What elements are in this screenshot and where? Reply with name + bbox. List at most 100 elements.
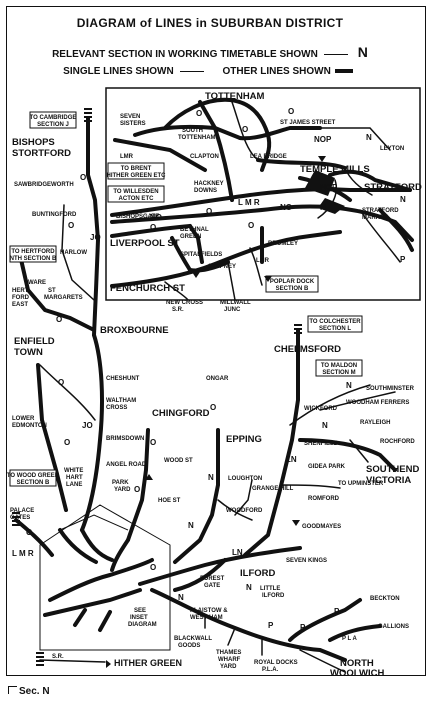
code-p-4: P [300,623,306,632]
box-poplar-2: SECTION B [276,286,309,292]
station-tottenham: TOTTENHAM [205,91,265,102]
station-lower-edmonton-1: LOWER [12,416,35,422]
box-colchester-2: SECTION L [319,326,351,332]
code-n-8: N [188,521,194,530]
station-park-yard-2: YARD [114,487,131,493]
station-royal-docks-1: ROYAL DOCKS [254,660,298,666]
code-jo-1: JO [90,233,101,242]
station-seven-sisters-2: SISTERS [120,121,146,127]
station-park-yard-1: PARK [112,480,129,486]
box-cambridge-1: TO CAMBRIDGE [30,115,77,121]
station-seven-kings: SEVEN KINGS [286,558,327,564]
station-southend-2: VICTORIA [366,475,411,486]
code-no-2: NO [150,213,162,222]
section-marker-cambridge [84,108,92,124]
code-o-7: O [68,221,74,230]
station-royal-docks-2: P.L.A. [262,667,279,673]
code-o-3: O [242,125,248,134]
station-millwall-1: MILLWALL [220,300,251,306]
box-maldon-1: TO MALDON [321,363,357,369]
station-hackney-2: DOWNS [194,188,217,194]
section-footer: Sec. N [8,686,50,697]
station-shenfield: SHENFIELD [304,441,339,447]
station-lower-edmonton-2: EDMONTON [12,423,47,429]
station-wickford: WICKFORD [304,406,338,412]
station-lmr-inset: LMR [120,154,134,160]
station-upminster: TO UPMINSTER [338,481,384,487]
station-sawbridgeworth: SAWBRIDGEWORTH [14,182,74,188]
station-thames-1: THAMES [216,650,241,656]
code-no-1: NO [280,203,292,212]
legend-single-text: SINGLE LINES SHOWN [63,66,174,77]
code-n-7: N [246,583,252,592]
code-o-16: O [150,563,156,572]
station-markers [106,156,326,668]
station-grange-hill: GRANGE HILL [252,486,294,492]
code-n-3: N [400,195,406,204]
station-white-hart-2: HART [66,475,83,481]
station-see-inset-3: DIAGRAM [128,622,157,628]
code-p-3: P [334,607,340,616]
station-new-cross-2: S.R. [172,307,184,313]
station-gidea: GIDEA PARK [308,464,346,470]
station-bethnal-2: GREEN [180,234,201,240]
station-south-tottenham-1: SOUTH [182,128,203,134]
code-p-1: P [400,255,406,264]
station-southend-1: SOUTHEND [366,464,419,475]
section-marker-colchester [294,322,302,336]
footer-mark [8,686,17,694]
station-stepney: STEPNEY [208,264,236,270]
footer-text: Sec. N [19,686,50,697]
station-stratford-market-2: MARKET [362,215,388,221]
code-ln-1: LN [286,455,297,464]
station-clapton: CLAPTON [190,154,219,160]
box-willesden-1: TO WILLESDEN [113,189,158,195]
diagram-title: DIAGRAM of LINES in SUBURBAN DISTRICT [76,16,344,30]
station-broxbourne: BROXBOURNE [100,325,169,336]
station-lmr-stepney: LMR [256,258,270,264]
station-st-margarets-2: MARGARETS [44,295,83,301]
code-o-8: O [80,173,86,182]
code-lmr-2: L M R [12,549,34,558]
station-woodford: WOODFORD [226,508,263,514]
station-st-james: ST JAMES STREET [280,120,336,126]
station-beckton: BECKTON [370,596,400,602]
station-north-woolwich-2: WOOLWICH [330,668,384,679]
station-hither-green: HITHER GREEN [114,658,182,668]
box-brent-2: HITHER GREEN ETC [106,173,166,179]
inset-reference-box [39,504,171,651]
station-hoe-st: HOE ST [158,498,181,504]
station-harlow: HARLOW [60,250,87,256]
box-colchester-1: TO COLCHESTER [309,319,361,325]
station-plaistow-2: WEST HAM [190,615,223,621]
station-forest-gate-1: FOREST [200,576,225,582]
code-o-10: O [58,378,64,387]
box-maldon-2: SECTION M [322,370,355,376]
station-chelmsford: CHELMSFORD [274,344,341,355]
inset-reference-roof [59,514,129,531]
code-ln-2: LN [232,548,243,557]
legend-lines-row: SINGLE LINES SHOWN OTHER LINES SHOWN [0,66,420,77]
station-seven-sisters-1: SEVEN [120,114,140,120]
code-n-4: N [208,473,214,482]
station-rochford: ROCHFORD [380,439,415,445]
legend-other-line [334,69,353,73]
station-romford: ROMFORD [308,496,340,502]
code-o-9: O [56,315,62,324]
station-waltham-1: WALTHAM [106,398,136,404]
code-o-6: O [248,221,254,230]
code-o-5: O [150,223,156,232]
station-goodmayes: GOODMAYES [302,524,341,530]
station-see-inset-1: SEE [134,608,146,614]
station-woodham: WOODHAM FERRERS [346,400,409,406]
code-o-15: O [210,403,216,412]
station-white-hart-1: WHITE [64,468,83,474]
station-new-cross-1: NEW CROSS [166,300,203,306]
code-lmr-1: L M R [238,198,260,207]
station-millwall-2: JUNC [224,307,241,313]
station-chingford: CHINGFORD [152,408,210,419]
box-willesden-2: ACTON ETC [119,196,155,202]
code-n-2: N [320,203,326,212]
inset-box [105,87,421,301]
stratford-junction-mark-2 [318,198,345,214]
